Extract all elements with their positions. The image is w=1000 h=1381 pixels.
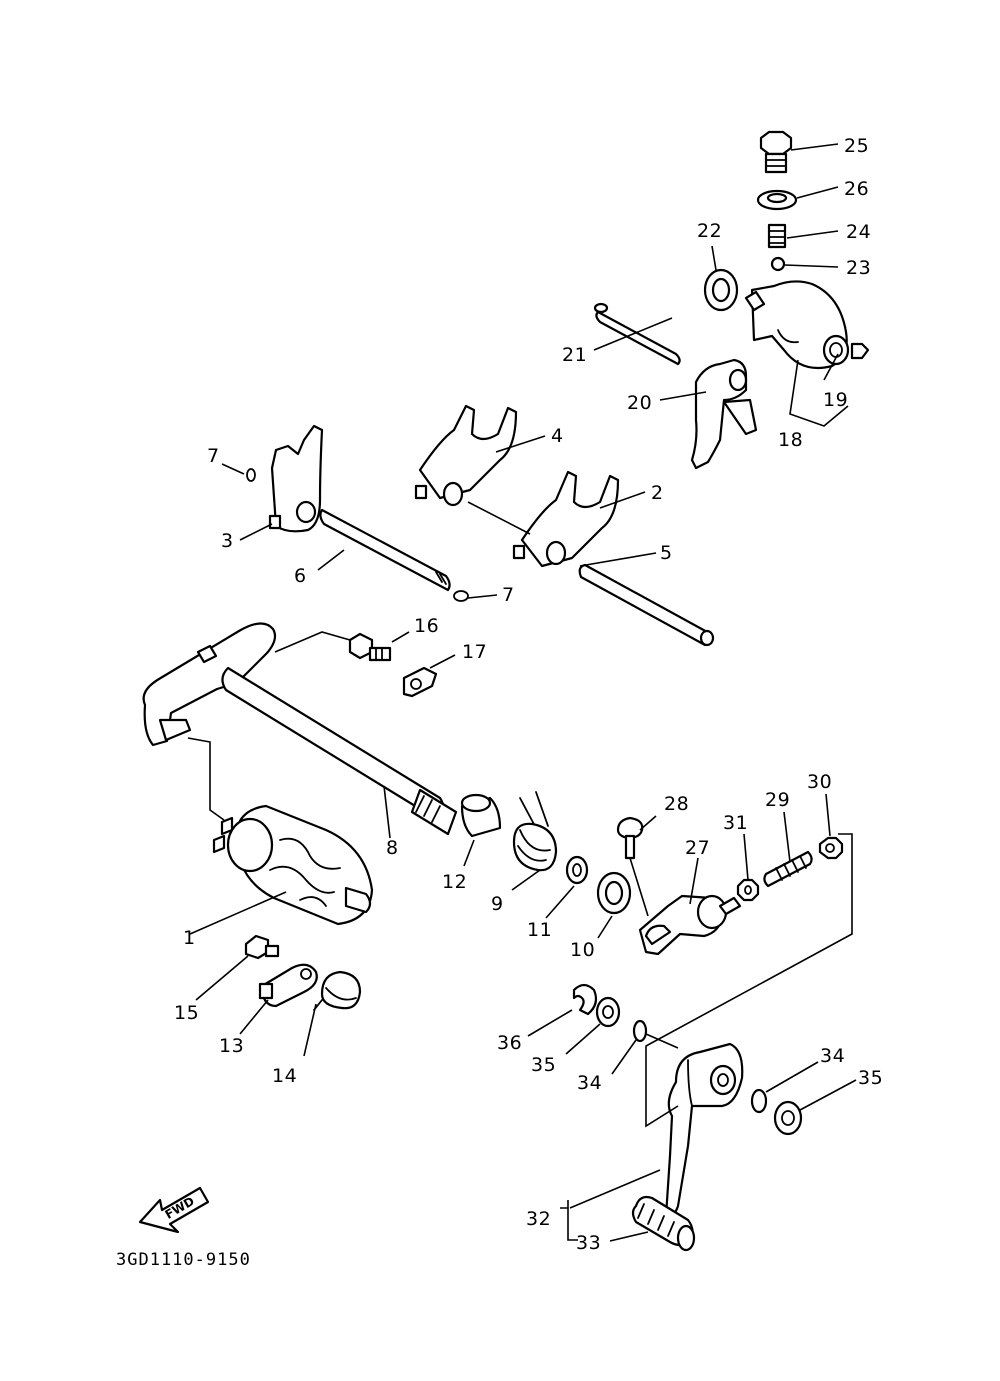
- callout-28: 28: [664, 793, 689, 815]
- washer-35-right: [773, 1100, 803, 1136]
- callout-31: 31: [723, 812, 748, 834]
- callout-7b: 7: [502, 584, 515, 606]
- callout-2: 2: [651, 482, 664, 504]
- callout-4: 4: [551, 425, 564, 447]
- callout-8: 8: [386, 837, 399, 859]
- callout-12: 12: [442, 871, 467, 893]
- callout-15: 15: [174, 1002, 199, 1024]
- nut-31: [736, 878, 760, 902]
- bolt-16: [348, 632, 392, 662]
- callout-17: 17: [462, 641, 487, 663]
- callout-19: 19: [823, 389, 848, 411]
- ball-23: [770, 256, 786, 272]
- return-spring-9: [512, 791, 558, 872]
- callout-1: 1: [183, 927, 196, 949]
- washer-26: [756, 189, 798, 211]
- callout-5: 5: [660, 542, 673, 564]
- callout-35-left: 35: [531, 1054, 556, 1076]
- circlip-7-left: [246, 468, 256, 482]
- callout-30: 30: [807, 771, 832, 793]
- callout-labels: 1 2 3 4 5 6 7 7 8 9 10 11 12 13 14 15 16…: [174, 135, 883, 1254]
- oil-seal-22: [703, 268, 739, 312]
- bolt-25: [759, 130, 793, 174]
- shift-cam-18: [744, 280, 850, 370]
- bolt-15: [244, 934, 280, 960]
- spring-24: [767, 223, 787, 249]
- o-ring-34-right: [750, 1088, 768, 1114]
- callout-21: 21: [562, 344, 587, 366]
- callout-20: 20: [627, 392, 652, 414]
- callout-18: 18: [778, 429, 803, 451]
- stud-bolt-29: [763, 850, 813, 888]
- callout-6: 6: [294, 565, 307, 587]
- screw-19: [850, 342, 870, 360]
- o-ring-34-left: [632, 1019, 648, 1043]
- nut-30: [818, 836, 844, 860]
- callout-14: 14: [272, 1065, 297, 1087]
- callout-23: 23: [846, 257, 871, 279]
- callout-10: 10: [570, 939, 595, 961]
- callout-3: 3: [221, 530, 234, 552]
- callout-9: 9: [491, 893, 504, 915]
- callout-22: 22: [697, 220, 722, 242]
- washer-35-left: [595, 996, 621, 1028]
- diagram-code: 3GD1110-9150: [116, 1250, 251, 1270]
- shift-fork-2: [512, 470, 620, 568]
- callout-32: 32: [526, 1208, 551, 1230]
- shift-fork-4: [414, 404, 518, 507]
- leader-lines: [187, 143, 857, 1242]
- callout-35-right: 35: [858, 1067, 883, 1089]
- shift-shaft-8: [142, 622, 458, 836]
- callout-24: 24: [846, 221, 871, 243]
- callout-7a: 7: [207, 445, 220, 467]
- fwd-arrow-icon: FWD: [138, 1186, 210, 1234]
- oil-seal-10: [596, 871, 632, 915]
- shift-fork-3: [268, 424, 324, 533]
- shift-fork-rod-6: [319, 508, 451, 592]
- bolt-28: [616, 816, 644, 860]
- callout-27: 27: [685, 837, 710, 859]
- washer-11: [565, 855, 589, 885]
- stopper-lever-13: [258, 963, 318, 1008]
- circlip-7-right: [453, 590, 469, 602]
- callout-26: 26: [844, 178, 869, 200]
- shift-drum-1: [212, 804, 374, 926]
- stopper-spring-14: [313, 970, 362, 1011]
- callout-29: 29: [765, 789, 790, 811]
- shift-fork-20: [690, 358, 758, 470]
- circlip-36: [572, 983, 598, 1016]
- callout-33: 33: [576, 1232, 601, 1254]
- callout-16: 16: [414, 615, 439, 637]
- collar-12: [460, 793, 502, 838]
- shift-fork-rod-5: [578, 563, 715, 647]
- callout-25: 25: [844, 135, 869, 157]
- callout-13: 13: [219, 1035, 244, 1057]
- callout-34-left: 34: [577, 1072, 602, 1094]
- shift-fork-rod-21: [593, 302, 681, 366]
- pedal-rubber-33: [631, 1195, 696, 1252]
- callout-11: 11: [527, 919, 552, 941]
- shift-pedal-32: [664, 1042, 744, 1218]
- callout-34-right: 34: [820, 1045, 845, 1067]
- callout-36: 36: [497, 1032, 522, 1054]
- lock-washer-17: [402, 666, 438, 698]
- shift-lever-27: [638, 894, 742, 956]
